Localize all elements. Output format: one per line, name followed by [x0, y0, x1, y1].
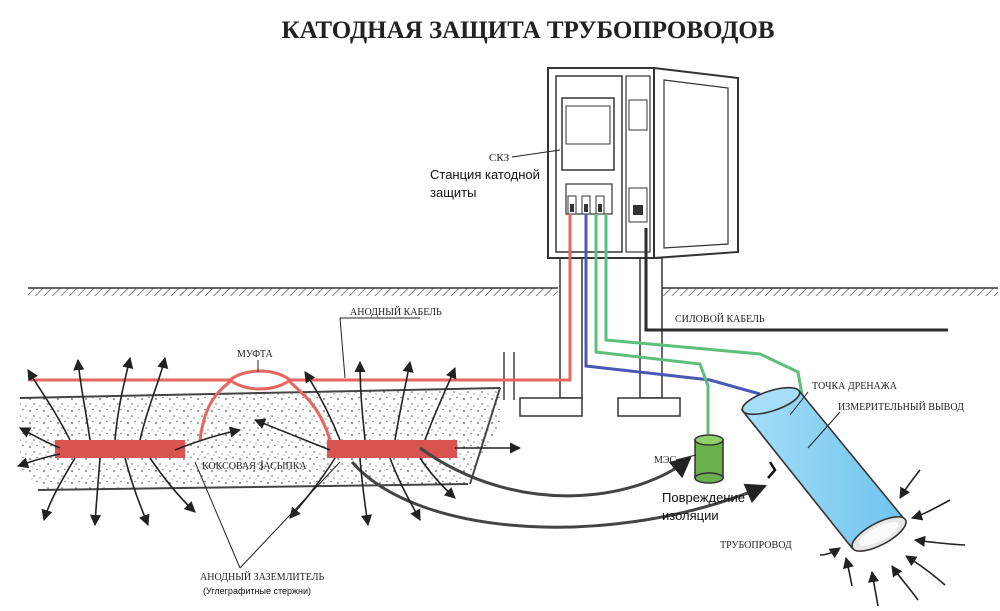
- diagram-title: КАТОДНАЯ ЗАЩИТА ТРУБОПРОВОДОВ: [281, 17, 774, 44]
- current-flow-arrows: [350, 446, 767, 529]
- coke-backfill-label: КОКСОВАЯ ЗАСЫПКА: [202, 461, 307, 472]
- station-label-line2: защиты: [430, 185, 476, 200]
- drain-point-label: ТОЧКА ДРЕНАЖА: [812, 381, 898, 392]
- anode-cable-label: АНОДНЫЙ КАБЕЛЬ: [350, 306, 442, 318]
- ground-surface: [28, 287, 998, 296]
- mes-label: МЭС: [654, 455, 676, 466]
- cable-break-mark: [503, 352, 515, 400]
- mes-reference-electrode: [694, 434, 724, 484]
- anode-radial-arrows: [16, 356, 522, 527]
- anode-rod-left: [55, 440, 185, 458]
- graphite-rods-label: (Углеграфитные стержни): [203, 586, 311, 596]
- damage-label-line2: изоляции: [662, 508, 719, 523]
- skz-label: СКЗ: [489, 152, 510, 164]
- measuring-cable-mes: [594, 214, 710, 434]
- leader-lines: [194, 149, 841, 569]
- coupling-label: МУФТА: [237, 349, 273, 360]
- power-cable-label: СИЛОВОЙ КАБЕЛЬ: [675, 313, 765, 325]
- anode-rod-right: [327, 440, 457, 458]
- station-label-line1: Станция катодной: [430, 167, 540, 182]
- anode-ground-label: АНОДНЫЙ ЗАЗЕМЛИТЕЛЬ: [200, 571, 325, 583]
- insulation-damage-mark: [767, 461, 777, 479]
- cable-coupling: [198, 369, 332, 441]
- station-foundation: [519, 257, 681, 417]
- damage-label-line1: Повреждение: [662, 490, 745, 505]
- coke-backfill-trench: [19, 387, 501, 491]
- anode-cable: [30, 214, 572, 382]
- measuring-lead-label: ИЗМЕРИТЕЛЬНЫЙ ВЫВОД: [838, 401, 964, 413]
- power-cable: [644, 228, 948, 332]
- cathodic-station-cabinet: [547, 66, 739, 260]
- cathode-cable: [584, 214, 761, 396]
- pipe-incoming-arrows: [819, 469, 966, 607]
- pipeline-label: ТРУБОПРОВОД: [720, 540, 792, 551]
- pipeline: [740, 386, 907, 552]
